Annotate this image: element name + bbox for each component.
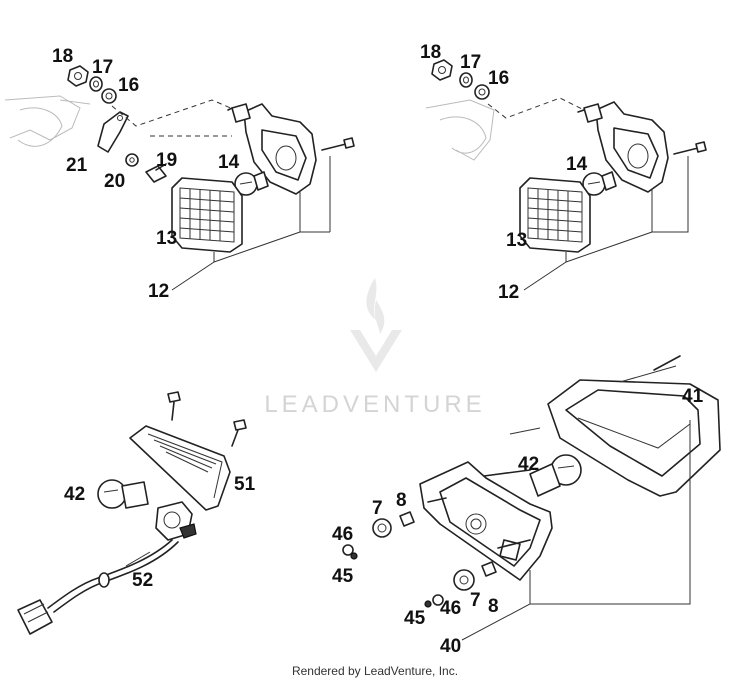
washer-17 [89, 76, 103, 92]
callout-7-upper: 7 [372, 498, 383, 519]
callout-52: 52 [132, 570, 153, 591]
callout-19: 19 [156, 150, 177, 171]
callout-51: 51 [234, 474, 256, 495]
screw-51a [167, 391, 181, 421]
license-plate-light-group: 42 51 52 [17, 391, 256, 635]
callout-13-right: 13 [506, 230, 527, 251]
lens-13 [171, 177, 243, 253]
callout-13: 13 [156, 228, 177, 249]
callout-42-plate: 42 [64, 484, 85, 505]
washer-46-upper [342, 544, 354, 556]
callout-8-lower: 8 [488, 596, 499, 617]
leadventure-watermark: LEADVENTURE [264, 278, 485, 418]
watermark-text: LEADVENTURE [264, 391, 485, 418]
washer-16 [101, 88, 117, 104]
indicator-housing-left [227, 103, 317, 195]
bulb-42-tail [529, 454, 582, 497]
callout-12: 12 [148, 281, 169, 302]
flame-logo-icon [350, 278, 402, 372]
callout-45-lower: 45 [404, 608, 426, 629]
screw-left [321, 137, 355, 151]
bulb-14 [234, 171, 269, 196]
callout-18-right: 18 [420, 42, 441, 63]
callout-17-right: 17 [460, 52, 481, 73]
indicator-housing-right [577, 101, 669, 193]
grommet-7-lower [453, 569, 475, 591]
grommet-7-upper [372, 518, 392, 538]
bracket-21 [97, 111, 129, 153]
nut-18-right [431, 59, 453, 81]
spacer-8-lower [481, 561, 497, 577]
nut-45-lower [424, 600, 432, 608]
bulb-socket [155, 501, 197, 541]
wire-harness-52 [17, 539, 179, 635]
washer-20 [125, 153, 139, 167]
bolt-19 [145, 163, 167, 183]
footer-credit: Rendered by LeadVenture, Inc. [291, 664, 459, 678]
front-right-indicator-group: 18 17 16 14 13 12 [420, 42, 707, 303]
callout-12-right: 12 [498, 282, 519, 303]
callout-17: 17 [92, 57, 113, 78]
tail-housing [419, 461, 553, 581]
tail-light-group: 41 42 7 8 46 45 40 8 7 46 45 [332, 355, 721, 657]
callout-16: 16 [118, 75, 139, 96]
callout-46-lower: 46 [440, 598, 461, 619]
plate-light-lens-51 [129, 425, 231, 511]
nut-18 [67, 65, 89, 87]
screw-51b [231, 419, 247, 447]
callout-46-upper: 46 [332, 524, 353, 545]
callout-41: 41 [682, 386, 704, 407]
callout-21: 21 [66, 155, 88, 176]
callout-42-tail: 42 [518, 454, 539, 475]
frame-sketch-right [425, 99, 495, 161]
front-left-indicator-group: 18 17 16 21 20 19 14 13 12 [4, 46, 355, 302]
callout-20: 20 [104, 171, 125, 192]
bulb-14-right [582, 171, 617, 196]
frame-sketch-left [4, 95, 91, 147]
nut-45-upper [350, 552, 358, 560]
callout-7-lower: 7 [470, 590, 481, 611]
bulb-42-plate [97, 479, 149, 509]
callout-14: 14 [218, 152, 240, 173]
lens-13-right [519, 177, 591, 253]
callout-18: 18 [52, 46, 73, 67]
spacer-8-upper [399, 511, 415, 527]
screw-right [673, 141, 707, 155]
tail-lens-41 [547, 355, 721, 497]
washer-46-lower [432, 594, 444, 606]
washer-17-right [459, 72, 473, 88]
callout-14-right: 14 [566, 154, 588, 175]
callout-40: 40 [440, 636, 461, 657]
washer-16-right [474, 84, 490, 100]
callout-45-upper: 45 [332, 566, 354, 587]
callout-8-upper: 8 [396, 490, 407, 511]
callout-16-right: 16 [488, 68, 509, 89]
